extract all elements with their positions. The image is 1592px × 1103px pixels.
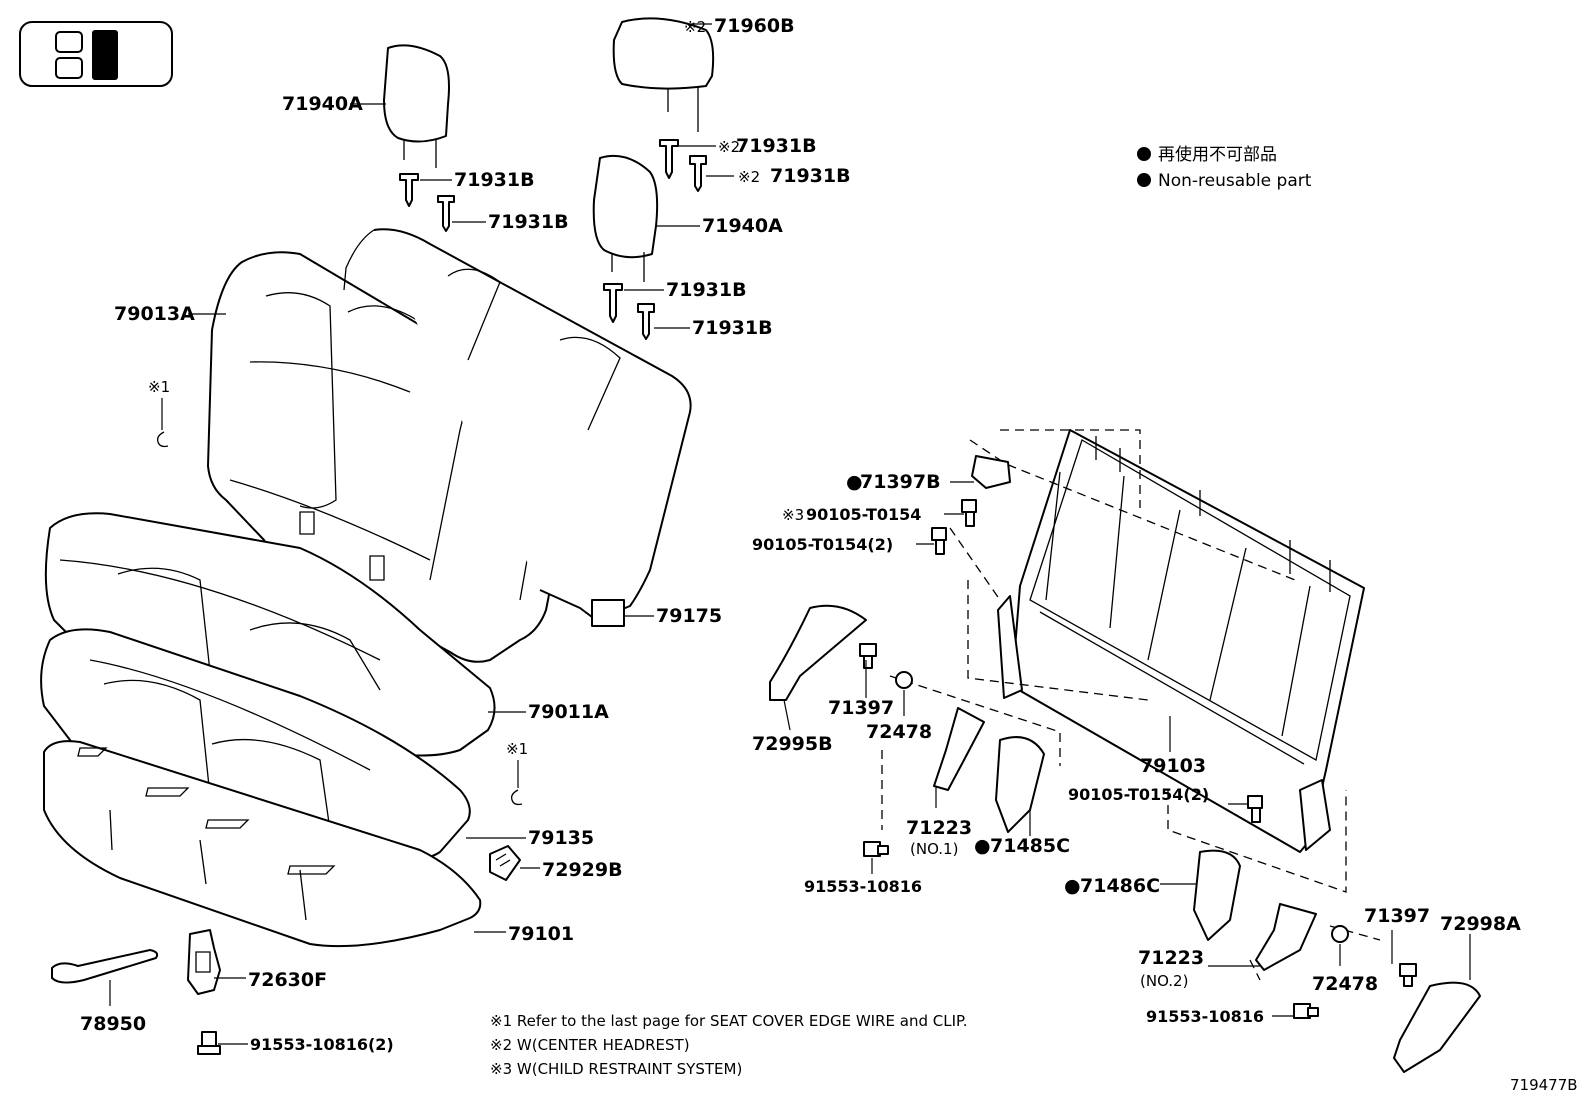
- label-71397-2: 71397: [1364, 905, 1430, 927]
- label-79011A: 79011A: [528, 701, 609, 723]
- bolt-91553-c: [1293, 1003, 1319, 1019]
- label-91553-10816-c: 91553-10816: [1146, 1007, 1264, 1026]
- cover-71485C: [995, 736, 1045, 833]
- seat-position-icon: [19, 21, 173, 87]
- bolt-91553-b: [863, 841, 889, 857]
- leader-lines: [109, 23, 1471, 1045]
- footnote-2: ※2 W(CENTER HEADREST): [490, 1036, 690, 1054]
- ref-2-a: ※2: [684, 18, 706, 36]
- label-79175: 79175: [656, 605, 722, 627]
- ref-1-b: ※1: [506, 740, 528, 758]
- cover-72995B: [769, 604, 867, 701]
- label-72995B: 72995B: [752, 733, 833, 755]
- ref-2-c: ※2: [738, 168, 760, 186]
- label-72630F: 72630F: [248, 969, 327, 991]
- footnote-3: ※3 W(CHILD RESTRAINT SYSTEM): [490, 1060, 742, 1078]
- diagram-id: 719477B: [1510, 1076, 1578, 1094]
- washer-72478-a: [895, 671, 913, 689]
- non-reusable-marker-71485C: ●: [974, 835, 991, 857]
- label-72478-2: 72478: [1312, 973, 1378, 995]
- cushion-frame-79101: [43, 740, 482, 948]
- wire-78950: [51, 949, 159, 984]
- headrest-71960B-center: [612, 17, 715, 132]
- ref-3-a: ※3: [782, 506, 804, 524]
- bracket-72630F: [187, 929, 221, 995]
- footnote-1: ※1 Refer to the last page for SEAT COVER…: [490, 1012, 967, 1030]
- label-72478-1: 72478: [866, 721, 932, 743]
- label-71486C: 71486C: [1080, 875, 1160, 897]
- legend-en: Non-reusable part: [1158, 171, 1312, 191]
- headrest-71940A-left: [383, 44, 450, 168]
- clip-symbol-1: [156, 431, 169, 448]
- label-79103: 79103: [1140, 755, 1206, 777]
- label-78950: 78950: [80, 1013, 146, 1035]
- label-71931B-3: 71931B: [736, 135, 817, 157]
- label-71223-2: 71223: [1138, 947, 1204, 969]
- label-71931B-2: 71931B: [488, 211, 569, 233]
- part-labels: 71960B 71940A 71931B 71931B 71931B 71931…: [80, 15, 1521, 1054]
- label-79013A: 79013A: [114, 303, 195, 325]
- label-71931B-1: 71931B: [454, 169, 535, 191]
- ref-2-b: ※2: [718, 138, 740, 156]
- label-71960B: 71960B: [714, 15, 795, 37]
- bolt-71397-a: [859, 643, 877, 669]
- label-90105-T0154-2: 90105-T0154(2): [752, 535, 893, 554]
- label-72998A: 72998A: [1440, 913, 1521, 935]
- label-71940A-2: 71940A: [702, 215, 783, 237]
- legend: 再使用不可部品 Non-reusable part: [1137, 144, 1312, 191]
- seatback-frame-79103: [997, 429, 1365, 853]
- headrest-guide-parts: [399, 139, 707, 340]
- label-71931B-5: 71931B: [666, 279, 747, 301]
- label-79135: 79135: [528, 827, 594, 849]
- label-79101: 79101: [508, 923, 574, 945]
- clip-symbol-2: [510, 789, 523, 806]
- label-71931B-6: 71931B: [692, 317, 773, 339]
- ref-1-a: ※1: [148, 378, 170, 396]
- headrest-71940A-right: [592, 154, 659, 282]
- non-reusable-marker-71486C: ●: [1064, 875, 1081, 897]
- clip-72929B: [489, 845, 521, 881]
- label-71223-1: 71223: [906, 817, 972, 839]
- label-71931B-4: 71931B: [770, 165, 851, 187]
- cover-72998A: [1393, 981, 1481, 1073]
- label-71223-no2: (NO.2): [1140, 972, 1188, 990]
- washer-72478-b: [1331, 925, 1349, 943]
- bolt-71397-b: [1399, 963, 1417, 987]
- footnotes: ※1 Refer to the last page for SEAT COVER…: [490, 1012, 967, 1078]
- label-72929B: 72929B: [542, 859, 623, 881]
- label-71485C: 71485C: [990, 835, 1070, 857]
- hinge-cover-71223-no1: [933, 707, 985, 791]
- bolt-90105-b: [931, 527, 947, 555]
- bolt-90105-a: [961, 499, 977, 527]
- bolt-91553-a: [197, 1031, 221, 1055]
- label-91553-10816-2: 91553-10816(2): [250, 1035, 394, 1054]
- bolt-90105-c: [1247, 795, 1263, 823]
- hinge-cover-71223-no2: [1255, 903, 1317, 971]
- cover-71397B: [971, 455, 1011, 489]
- cover-71486C: [1193, 849, 1241, 941]
- label-90105-T0154: 90105-T0154: [806, 505, 921, 524]
- label-91553-10816-b: 91553-10816: [804, 877, 922, 896]
- label-71940A-1: 71940A: [282, 93, 363, 115]
- seatback-pad-79175: [343, 228, 692, 627]
- label-71397-1: 71397: [828, 697, 894, 719]
- label-71397B: 71397B: [860, 471, 941, 493]
- non-reusable-marker-71397B: ●: [846, 471, 863, 493]
- label-71223-no1: (NO.1): [910, 840, 958, 858]
- legend-jp: 再使用不可部品: [1158, 144, 1277, 165]
- label-90105-T0154-2c: 90105-T0154(2): [1068, 785, 1209, 804]
